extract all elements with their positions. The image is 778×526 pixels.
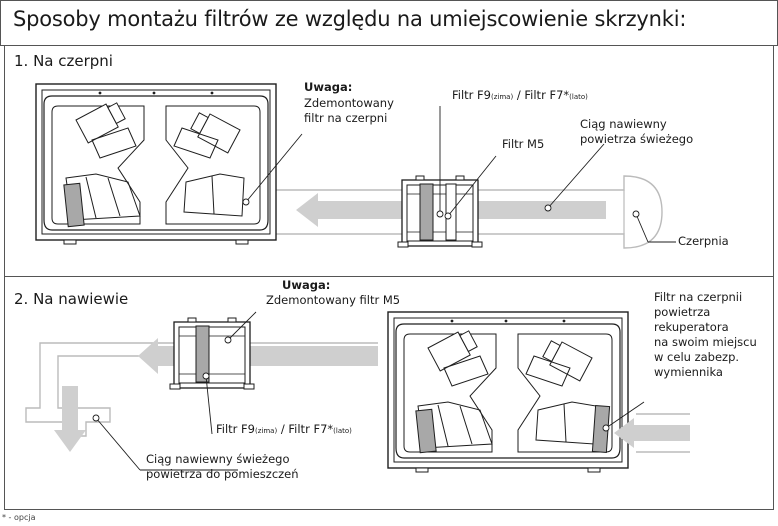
- s1-filter-m5-label: Filtr M5: [502, 137, 545, 151]
- panel-section-2: [4, 276, 774, 510]
- s2-intake-filter-line-4: na swoim miejscu: [654, 335, 757, 349]
- s1-airflow-line-2: powietrza świeżego: [580, 132, 694, 146]
- airflow-arrow-2-in: [614, 418, 690, 448]
- footnote: * - opcja: [2, 513, 36, 522]
- s1-intake-label: Czerpnia: [678, 234, 729, 248]
- s1-note-line-2: filtr na czerpni: [304, 111, 388, 125]
- s2-intake-filter-line-3: rekuperatora: [654, 320, 729, 334]
- s2-airflow-line-2: powietrza do pomieszczeń: [146, 467, 299, 481]
- airflow-arrow-2-down: [54, 386, 86, 452]
- filter-f9-2: [195, 325, 210, 383]
- s2-intake-filter-line-1: Filtr na czerpnii: [654, 290, 743, 304]
- s2-intake-filter-line-2: powietrza: [654, 305, 711, 319]
- s2-note-text: Zdemontowany filtr M5: [266, 293, 401, 307]
- s1-airflow-line-1: Ciąg nawiewny: [580, 117, 667, 131]
- page-title: Sposoby montażu filtrów ze względu na um…: [13, 7, 687, 31]
- s1-filter-f9-label: Filtr F9(zima) / Filtr F7*(lato): [452, 88, 588, 102]
- s2-filter-f9-label: Filtr F9(zima) / Filtr F7*(lato): [216, 422, 352, 436]
- header: Sposoby montażu filtrów ze względu na um…: [0, 0, 778, 46]
- intake-duct-1: [268, 175, 663, 249]
- s2-note-title: Uwaga:: [282, 278, 331, 292]
- filter-strip-unit-2a: [415, 408, 437, 454]
- s1-note-title: Uwaga:: [304, 80, 353, 94]
- s2-intake-filter-line-6: wymiennika: [654, 365, 723, 379]
- filter-f9-1: [419, 183, 434, 241]
- section-2-title: 2. Na nawiewie: [14, 290, 129, 308]
- s1-note-line-1: Zdemontowany: [304, 96, 394, 110]
- s2-airflow-line-1: Ciąg nawiewny świeżego: [146, 452, 290, 466]
- filter-strip-unit-1: [63, 182, 85, 228]
- filter-box-2: [169, 317, 255, 390]
- section-1-title: 1. Na czerpni: [14, 52, 113, 70]
- s2-intake-filter-line-5: w celu zabezp.: [654, 350, 740, 364]
